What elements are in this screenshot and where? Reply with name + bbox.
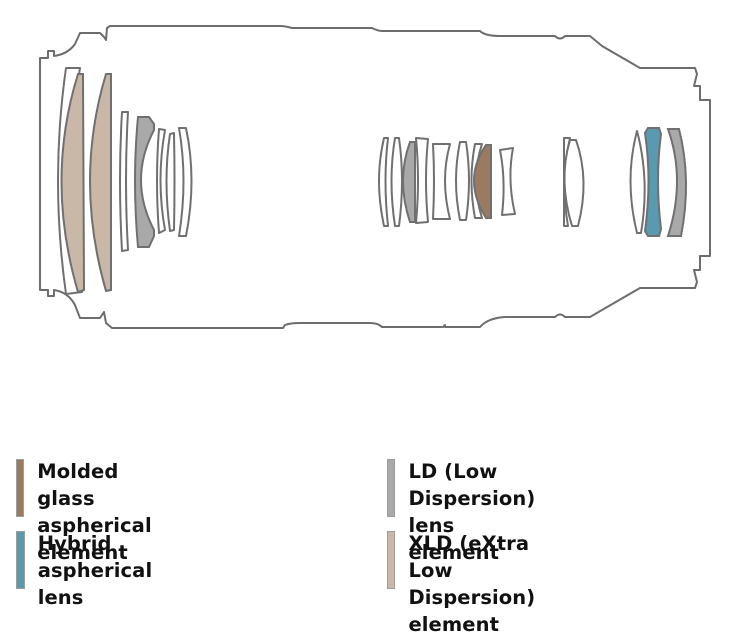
legend-swatch-ld (387, 459, 396, 517)
legend-label-line: aspherical element (37, 514, 152, 564)
lens-element-12 (415, 137, 429, 224)
lens-element-14 (455, 141, 470, 221)
legend-swatch-hybrid-aspherical (16, 531, 25, 589)
lens-element-7 (165, 132, 176, 232)
legend-label-line: lens (37, 586, 84, 609)
legend-label-line: LD (Low Dispersion) (408, 460, 536, 510)
legend-label: Molded glass aspherical element (37, 458, 156, 566)
lens-element-11-ld (402, 141, 416, 223)
lens-barrel-outline (39, 25, 711, 329)
legend-label-line: lens element (408, 514, 500, 564)
lens-element-10 (390, 137, 403, 227)
legend-label-line: XLD (eXtra Low (408, 532, 530, 582)
lens-element-20 (629, 130, 646, 234)
lens-element-22-ld (666, 128, 688, 237)
lens-element-9 (378, 137, 389, 227)
legend-label-line: Molded glass (37, 460, 119, 510)
lens-diagram (39, 25, 711, 329)
lens-element-21-hybrid-aspherical (643, 127, 663, 237)
lens-element-4 (119, 111, 129, 252)
lens-element-2-xld (60, 73, 86, 294)
legend-swatch-xld (387, 531, 396, 589)
legend-item-hybrid-aspherical: Hybrid aspherical lens (16, 531, 157, 611)
legend-item-ld: LD (Low Dispersion) lens element (387, 459, 540, 566)
lens-element-17 (499, 147, 516, 216)
legend-item-molded-glass-aspherical: Molded glass aspherical element (16, 459, 157, 566)
lens-element-3-xld (89, 73, 112, 293)
legend-label: XLD (eXtra Low Dispersion) element (408, 530, 539, 638)
lens-element-16-molded-aspherical (473, 144, 492, 219)
lens-element-6 (156, 128, 166, 234)
lens-element-19 (563, 139, 585, 227)
legend-item-xld: XLD (eXtra Low Dispersion) element (387, 531, 540, 638)
legend-label: LD (Low Dispersion) lens element (408, 458, 539, 566)
legend-label-line: Dispersion) element (408, 586, 536, 636)
legend-swatch-molded-glass-aspherical (16, 459, 25, 517)
lens-element-13 (432, 143, 451, 220)
lens-element-8 (178, 127, 193, 237)
legend-label: Hybrid aspherical lens (38, 530, 157, 611)
lens-element-5-ld (134, 116, 155, 248)
legend-label-line: Hybrid aspherical (37, 532, 153, 582)
